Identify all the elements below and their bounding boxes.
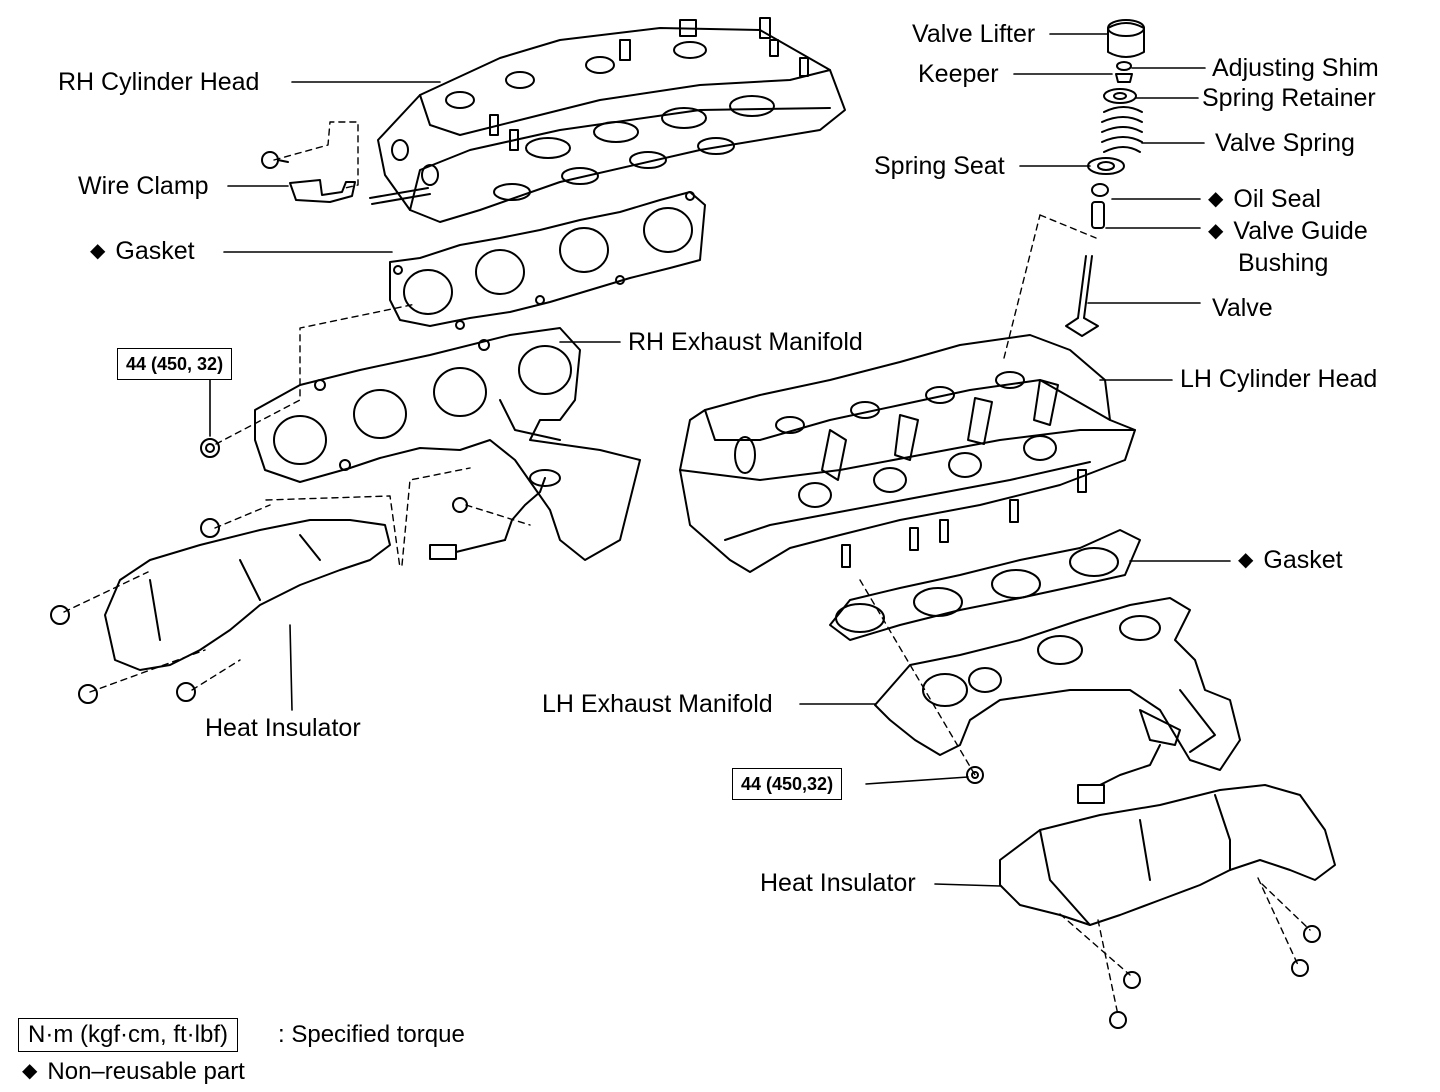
nonreusable-marker-icon: ◆ [90,240,106,262]
torque-spec-rh: 44 (450, 32) [117,348,233,380]
lh-heat-insulator [999,784,1336,1029]
label-rh-gasket: ◆ Gasket [90,237,195,267]
label-bushing-text: Bushing [1238,249,1329,277]
label-adjusting-shim: Adjusting Shim [1212,54,1379,82]
label-spring-retainer: Spring Retainer [1202,84,1376,112]
label-lh-cylinder-head: LH Cylinder Head [1180,365,1378,393]
label-lh-heat-insulator: Heat Insulator [760,869,916,897]
label-lh-gasket-text: Gasket [1263,546,1343,574]
label-lh-gasket: ◆ Gasket [1238,546,1343,576]
legend-nonreusable: ◆ Non–reusable part [22,1058,245,1087]
valve-components [1065,19,1145,337]
lh-exhaust-manifold [874,597,1241,804]
rh-heat-insulator [50,518,391,704]
label-valve-spring: Valve Spring [1215,129,1355,157]
legend-torque-unit-box: N·m (kgf·cm, ft·lbf) [18,1018,238,1052]
nonreusable-marker-icon: ◆ [22,1060,38,1082]
wire-clamp-part [261,151,356,203]
label-oil-seal: ◆ Oil Seal [1208,185,1321,215]
legend-nonreusable-text: Non–reusable part [47,1058,245,1085]
label-spring-seat: Spring Seat [874,152,1005,180]
label-wire-clamp: Wire Clamp [78,172,209,200]
lh-cylinder-head [679,334,1136,573]
label-keeper: Keeper [918,60,999,88]
nonreusable-marker-icon: ◆ [1208,188,1224,210]
nonreusable-marker-icon: ◆ [1208,220,1224,242]
label-rh-heat-insulator: Heat Insulator [205,714,361,742]
rh-exhaust-manifold [200,327,641,561]
label-oil-seal-text: Oil Seal [1233,185,1321,213]
rh-cylinder-head [369,17,846,223]
label-lh-exhaust-manifold: LH Exhaust Manifold [542,690,773,718]
torque-spec-lh: 44 (450,32) [732,768,843,800]
rh-gasket [389,191,706,330]
label-rh-exhaust-manifold: RH Exhaust Manifold [628,328,863,356]
lh-gasket [829,529,1141,641]
alignment-lines [63,121,1311,1016]
leader-lines [209,33,1231,887]
label-valve-lifter: Valve Lifter [912,20,1036,48]
nonreusable-marker-icon: ◆ [1238,549,1254,571]
legend-torque-desc: : Specified torque [278,1021,465,1048]
label-rh-cylinder-head: RH Cylinder Head [58,68,260,96]
label-valve-guide-text: Valve Guide [1233,217,1368,245]
label-valve-guide-bushing: ◆ Valve Guide [1208,217,1368,247]
label-valve: Valve [1212,294,1273,322]
label-rh-gasket-text: Gasket [115,237,195,265]
